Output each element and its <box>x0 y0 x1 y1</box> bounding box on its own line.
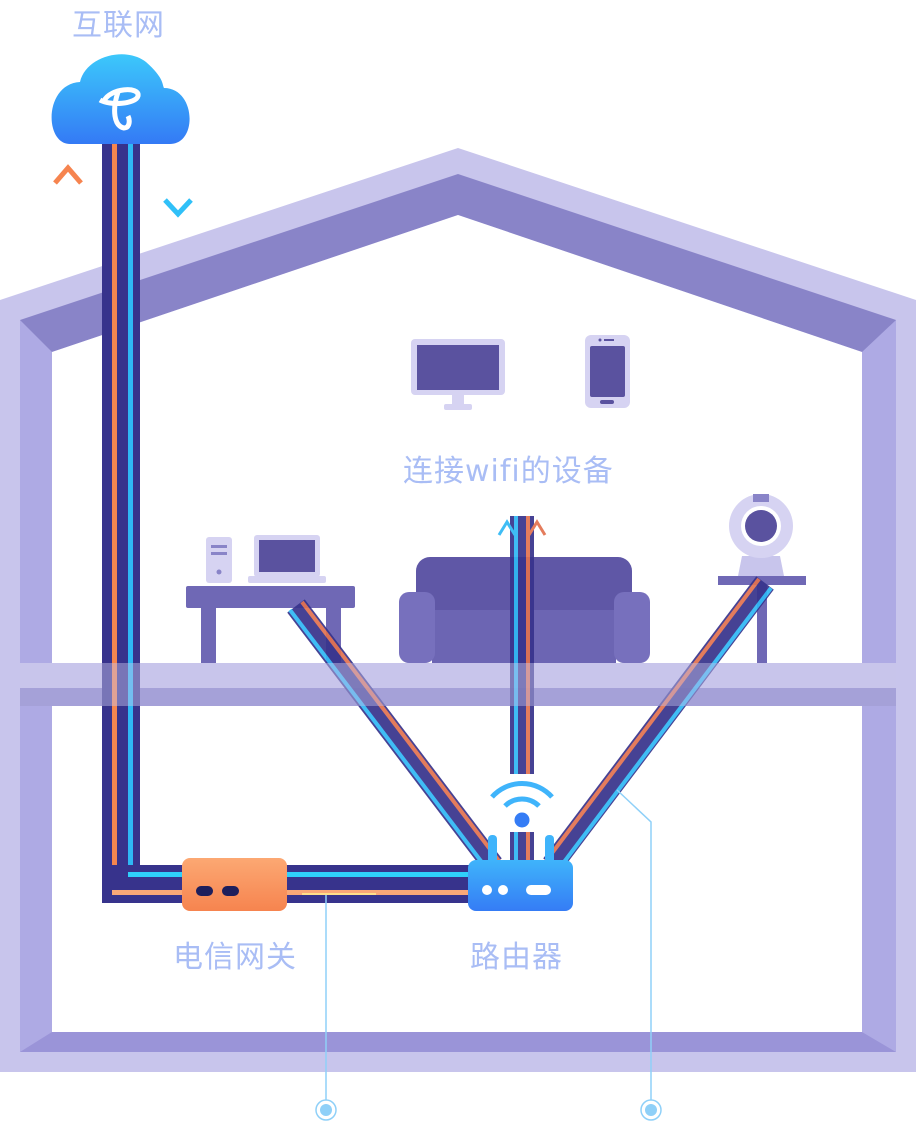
wifi-icon <box>490 781 554 828</box>
gateway-label: 电信网关 <box>173 940 297 975</box>
camera-icon <box>729 494 793 576</box>
laptop-icon <box>248 535 326 583</box>
router-label: 路由器 <box>470 940 563 975</box>
cable-camera <box>543 576 774 872</box>
gateway-device <box>182 858 287 911</box>
monitor-icon <box>411 339 505 410</box>
china-telecom-cloud-icon <box>51 54 190 144</box>
pc-tower-icon <box>206 537 232 583</box>
internet-label: 互联网 <box>72 8 165 43</box>
phone-icon <box>585 335 630 408</box>
camera-table <box>718 576 806 663</box>
router-device <box>468 835 573 911</box>
wifi-devices-label: 连接wifi的设备 <box>403 454 614 489</box>
download-arrow-icon <box>163 167 193 218</box>
callout-camera-cable <box>616 789 662 1121</box>
callout-gateway-cable <box>315 895 337 1121</box>
upload-arrow-icon <box>53 164 83 216</box>
cable-desk <box>287 599 502 872</box>
cable-wifi-devices <box>497 516 547 862</box>
floor-overlay <box>20 663 896 706</box>
